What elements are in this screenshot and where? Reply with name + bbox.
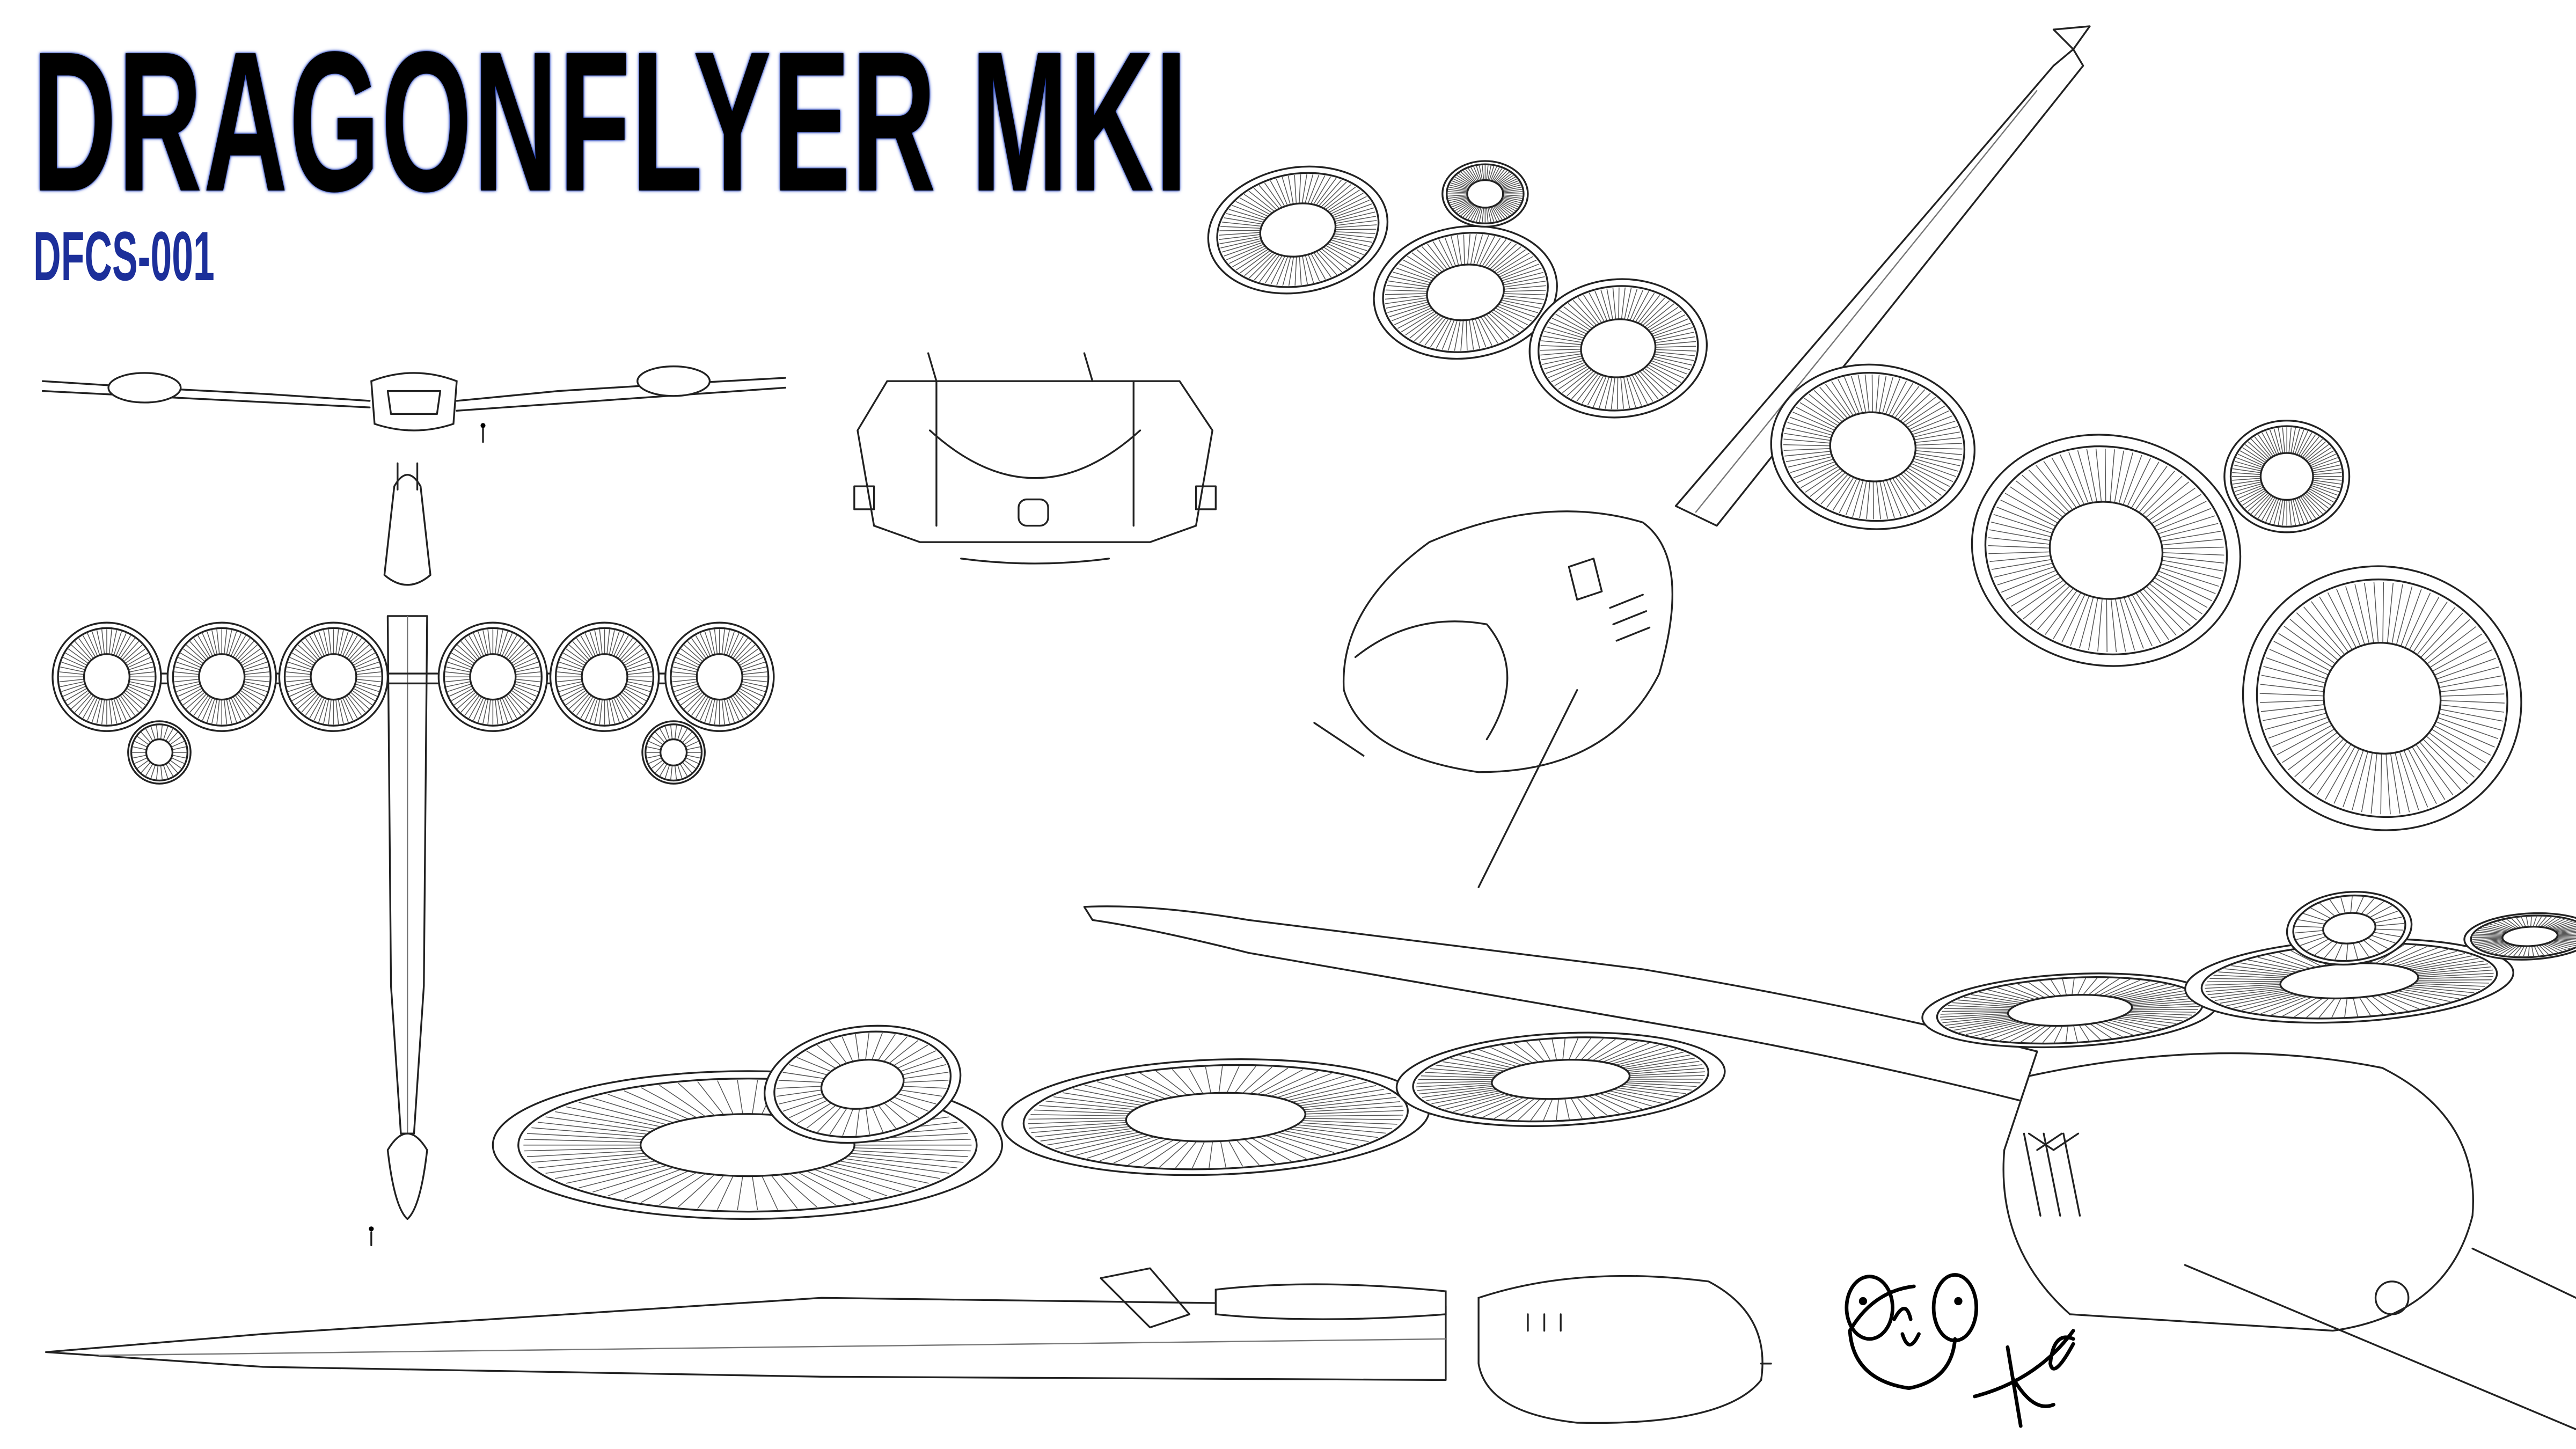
- rotor-fan: [2242, 565, 2522, 831]
- rotor-fan: [549, 621, 660, 732]
- rotor-fan: [166, 621, 277, 732]
- artist-signature: [1845, 1273, 2075, 1428]
- rotor-fan: [127, 720, 192, 785]
- rotor-fan: [664, 621, 775, 732]
- sheet-title: DRAGONFLYER MKI: [32, 10, 1189, 233]
- rotor-fan: [763, 1024, 962, 1144]
- rotor-fan: [1395, 1031, 1726, 1127]
- rotor-fan: [1373, 225, 1558, 360]
- model-code: DFCS-001: [33, 217, 215, 295]
- rotor-fan: [641, 720, 706, 785]
- rotor-fan: [1921, 972, 2219, 1049]
- rotor-fan: [2223, 419, 2351, 533]
- rotor-fan: [437, 621, 548, 732]
- front-view: [41, 365, 786, 443]
- rotor-fan: [1770, 363, 1976, 530]
- perspective-low-view: [492, 891, 2576, 1430]
- rotor-fan: [1207, 165, 1389, 295]
- side-view: [45, 1267, 1772, 1424]
- rotor-fan: [52, 621, 162, 732]
- person-scale-icon: [480, 423, 486, 443]
- person-scale-icon: [369, 1226, 374, 1247]
- rotor-fan: [1971, 434, 2242, 667]
- rotor-fan: [278, 621, 389, 732]
- perspective-top-view: [1207, 25, 2522, 888]
- rear-view: [853, 352, 1217, 565]
- rotor-fan: [1528, 278, 1708, 419]
- rotor-fan: [1001, 1058, 1430, 1176]
- rotor-fan: [2463, 912, 2576, 961]
- rotor-fan: [2286, 891, 2413, 966]
- top-view: [52, 462, 775, 1247]
- rotor-fan: [1441, 160, 1529, 228]
